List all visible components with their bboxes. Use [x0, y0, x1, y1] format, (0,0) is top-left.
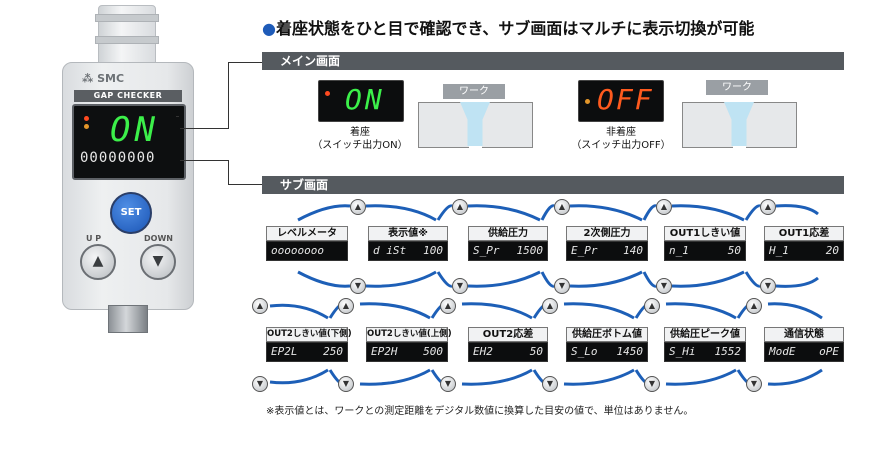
leader-line-sub-v: [228, 160, 229, 184]
row1-up-button-4: ▲: [656, 199, 672, 215]
down-button[interactable]: ▼: [140, 244, 176, 280]
row2-flow-arrows: [269, 302, 823, 386]
product-name-plate: GAP CHECKER: [74, 90, 182, 102]
on-caption: 着座（スイッチ出力ON）: [312, 127, 408, 151]
out1-led-icon: [84, 116, 89, 121]
device-screen: [72, 104, 186, 180]
out2-led-icon: [84, 124, 89, 129]
row2-down-button-2: ▼: [440, 376, 456, 392]
leader-line-main-h: [228, 62, 262, 63]
nozzle-block-right-off: [746, 102, 797, 148]
up-button[interactable]: ▲: [80, 244, 116, 280]
off-led-icon: [585, 99, 590, 104]
up-triangle-icon: ▲: [92, 253, 104, 269]
row1-flow-arrows: [297, 204, 819, 288]
leader-line-sub-h: [228, 184, 262, 185]
off-caption: 非着座（スイッチ出力OFF）: [571, 127, 671, 151]
leader-line-main-v: [228, 62, 229, 129]
row1-down-button-4: ▼: [656, 278, 672, 294]
row2-up-button-3: ▲: [542, 298, 558, 314]
on-led-icon: [325, 91, 330, 96]
row2-down-button-5: ▼: [746, 376, 762, 392]
row1-down-button-5: ▼: [760, 278, 776, 294]
row1-up-button-3: ▲: [554, 199, 570, 215]
down-label: DOWN: [144, 234, 173, 243]
on-display-text: ON: [345, 83, 385, 116]
row1-down-button-2: ▼: [452, 278, 468, 294]
nozzle-block-left-off: [682, 102, 733, 148]
row2-down-button-4: ▼: [644, 376, 660, 392]
sub-screen-level-meter: レベルメータ oooooooo: [266, 226, 348, 261]
nozzle-block-right-on: [482, 102, 533, 148]
leader-line-sub: [180, 160, 228, 161]
main-on-display: ON: [318, 80, 404, 122]
off-display-text: OFF: [597, 83, 654, 116]
row1-up-button-5: ▲: [760, 199, 776, 215]
device-main-display: ON: [110, 110, 159, 150]
smc-logo: ⁂ SMC: [82, 72, 125, 85]
row2-up-button-4: ▲: [644, 298, 660, 314]
row2-up-button-1: ▲: [338, 298, 354, 314]
row2-down-button-3: ▼: [542, 376, 558, 392]
row2-down-button-1: ▼: [338, 376, 354, 392]
leader-tick: [176, 116, 179, 117]
sub-screen-bar: サブ画面: [262, 176, 844, 194]
row2-up-button-2: ▲: [440, 298, 456, 314]
set-button[interactable]: SET: [110, 192, 152, 234]
footnote: ※表示値とは、ワークとの測定距離をデジタル数値に換算した目安の値で、単位はありま…: [266, 406, 694, 417]
work-label-off: ワーク: [706, 80, 768, 95]
leader-line-main: [180, 128, 228, 129]
device-sub-display: 00000000: [80, 150, 156, 166]
main-off-display: OFF: [578, 80, 664, 122]
row2-down-button-0: ▼: [252, 376, 268, 392]
down-triangle-icon: ▼: [152, 253, 164, 269]
up-label: U P: [86, 234, 102, 243]
work-label-on: ワーク: [443, 84, 505, 99]
device-fitting: [95, 5, 159, 69]
row2-up-button-5: ▲: [746, 298, 762, 314]
row1-up-button-1: ▲: [350, 199, 366, 215]
main-screen-bar: メイン画面: [262, 52, 844, 70]
row1-down-button-1: ▼: [350, 278, 366, 294]
row1-up-button-2: ▲: [452, 199, 468, 215]
row1-down-button-3: ▼: [554, 278, 570, 294]
nozzle-block-left-on: [418, 102, 469, 148]
device-connector-nut: [108, 305, 148, 333]
headline: ●着座状態をひと目で確認でき、サブ画面はマルチに表示切換が可能: [262, 19, 755, 38]
row2-up-button-0: ▲: [252, 298, 268, 314]
